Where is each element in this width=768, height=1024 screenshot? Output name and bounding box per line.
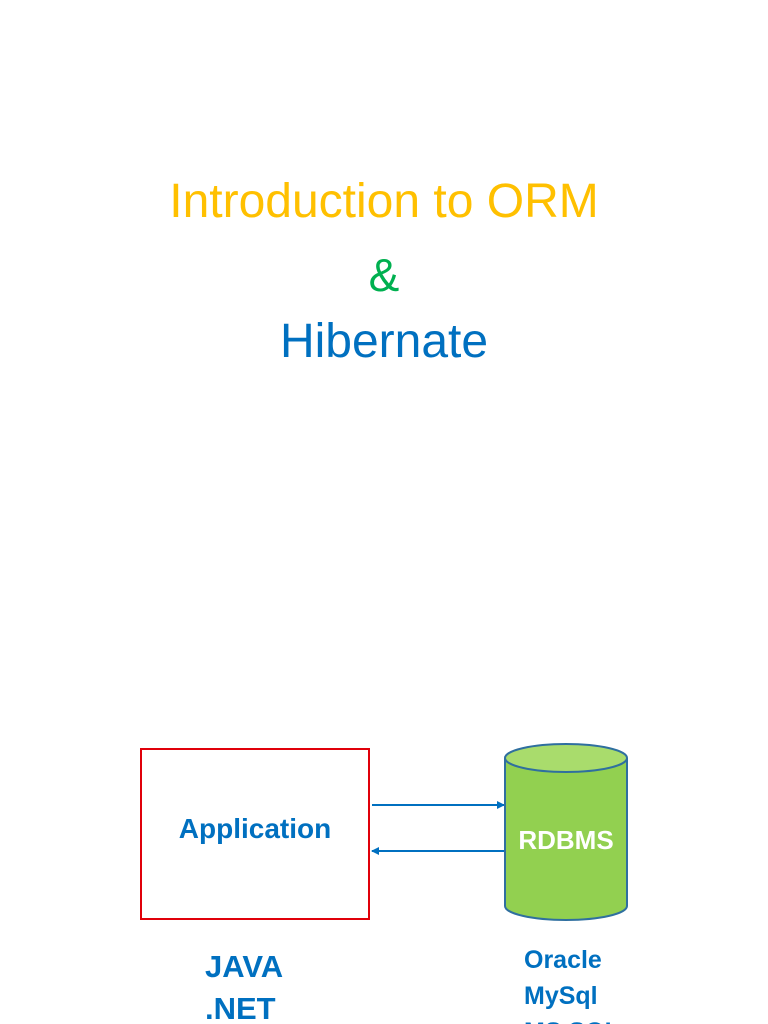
application-tech-list: JAVA .NET <box>205 946 283 1024</box>
db-mssql: MS SQL <box>524 1014 620 1024</box>
title-intro-orm: Introduction to ORM <box>169 175 599 228</box>
rdbms-label: RDBMS <box>518 825 614 855</box>
application-box: Application <box>140 748 370 920</box>
database-tech-list: Oracle MySql MS SQL <box>524 942 620 1024</box>
application-label: Application <box>178 813 332 844</box>
db-oracle: Oracle <box>524 946 602 974</box>
tech-dotnet: .NET <box>205 991 276 1024</box>
database-cylinder-icon <box>504 743 628 921</box>
db-mysql: MySql <box>524 982 598 1010</box>
title-hibernate: Hibernate <box>279 315 489 368</box>
tech-java: JAVA <box>205 949 284 984</box>
title-ampersand: & <box>368 249 400 301</box>
